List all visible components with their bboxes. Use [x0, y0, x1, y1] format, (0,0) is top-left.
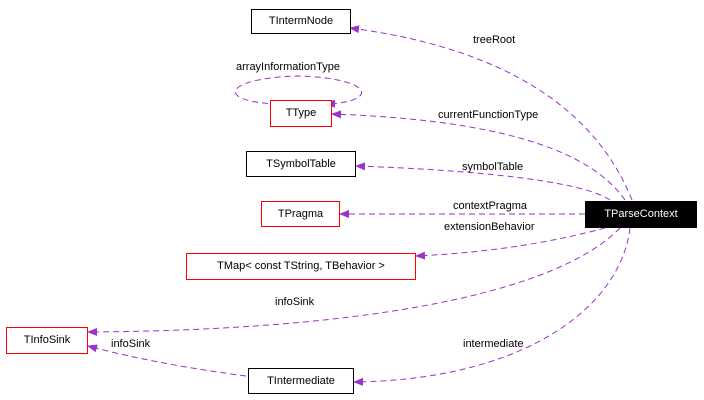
- node-tmap[interactable]: TMap< const TString, TBehavior >: [186, 253, 416, 280]
- label-treeRoot: treeRoot: [473, 34, 516, 46]
- label-infoSink-intermediate: infoSink: [111, 338, 151, 350]
- node-tinfosink[interactable]: TInfoSink: [6, 327, 88, 354]
- node-tintermnode[interactable]: TIntermNode: [251, 9, 351, 34]
- node-tsymboltable[interactable]: TSymbolTable: [246, 151, 356, 177]
- node-tintermediate[interactable]: TIntermediate: [248, 368, 354, 394]
- label-arrayInformationType: arrayInformationType: [236, 61, 340, 73]
- label-infoSink-parse: infoSink: [275, 296, 315, 308]
- label-symbolTable: symbolTable: [462, 161, 524, 173]
- node-tpragma[interactable]: TPragma: [261, 201, 340, 227]
- edge-infoSink-intermediate: [87, 344, 247, 377]
- label-contextPragma: contextPragma: [453, 200, 527, 212]
- label-extensionBehavior: extensionBehavior: [444, 221, 535, 233]
- label-intermediate: intermediate: [463, 338, 524, 350]
- label-currentFunctionType: currentFunctionType: [438, 109, 539, 121]
- edge-symbolTable: [355, 162, 611, 201]
- node-ttype[interactable]: TType: [270, 100, 332, 127]
- edge-currentFunctionType: [331, 110, 626, 201]
- node-tparsecontext[interactable]: TParseContext: [585, 201, 697, 228]
- edge-treeRoot: [349, 25, 633, 201]
- edge-arrayInformationType: [234, 75, 362, 108]
- edge-extensionBehavior: [415, 227, 606, 260]
- edge-infoSink-parse: [87, 227, 621, 336]
- edge-intermediate: [353, 227, 631, 386]
